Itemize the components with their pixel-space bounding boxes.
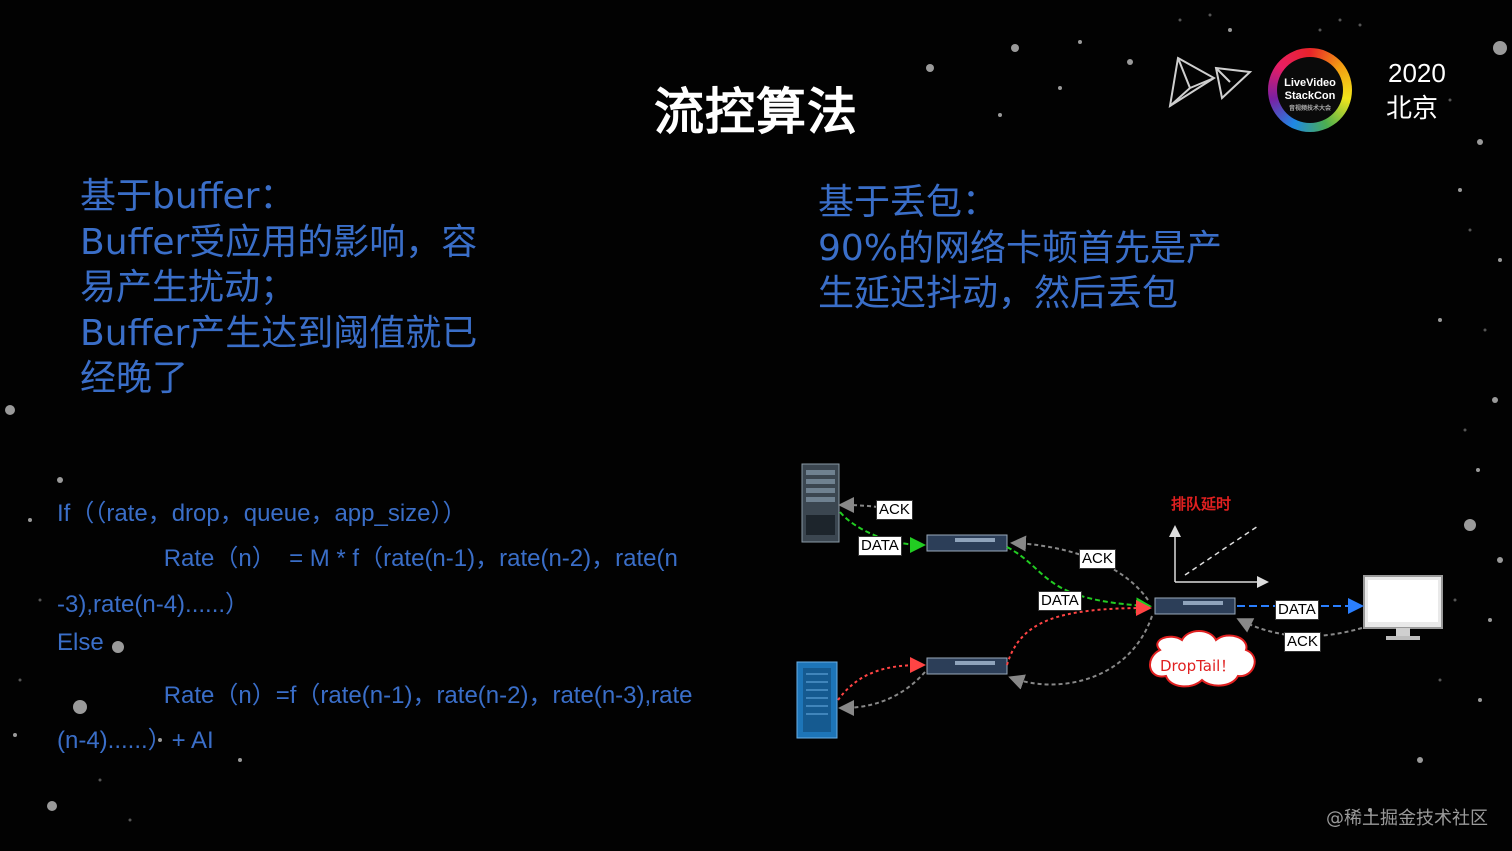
code-line: Rate（n）=f（rate(n-1)，rate(n-2)，rate(n-3),… bbox=[57, 682, 693, 709]
buffer-based-text: 基于buffer： Buffer受应用的影响，容 易产生扰动； Buffer产生… bbox=[80, 174, 477, 402]
logo-line1: LiveVideo bbox=[1284, 77, 1336, 89]
watermark: @稀土掘金技术社区 bbox=[1326, 808, 1488, 829]
server-top-icon bbox=[801, 463, 840, 543]
text-line: 基于丢包： bbox=[818, 182, 999, 223]
label-data: DATA bbox=[1275, 600, 1319, 620]
label-ack: ACK bbox=[876, 500, 913, 520]
queue-delay-axis bbox=[1169, 525, 1269, 588]
prism-logo-icon bbox=[1168, 56, 1253, 109]
switch-top-icon bbox=[926, 534, 1008, 552]
loss-based-text: 基于丢包： 90%的网络卡顿首先是产 生延迟抖动，然后丢包 bbox=[818, 180, 1222, 317]
droptail-label: DropTail！ bbox=[1160, 657, 1236, 675]
livevideostackcon-logo: LiveVideo StackCon 音视频技术大会 bbox=[1268, 48, 1352, 132]
text-line: 基于buffer： bbox=[80, 176, 296, 217]
logo-line2: StackCon bbox=[1284, 90, 1336, 102]
label-data: DATA bbox=[858, 536, 902, 556]
label-data: DATA bbox=[1038, 591, 1082, 611]
switch-center-icon bbox=[1154, 597, 1236, 615]
event-year: 2020 bbox=[1388, 58, 1446, 88]
logo-line3: 音视频技术大会 bbox=[1288, 106, 1331, 112]
event-city: 北京 bbox=[1386, 94, 1439, 124]
label-ack: ACK bbox=[1079, 549, 1116, 569]
server-bottom-icon bbox=[796, 661, 838, 739]
code-line: (n-4)......）+ AI bbox=[57, 727, 214, 754]
code-line: Else bbox=[57, 629, 104, 656]
droptail-cloud-icon bbox=[1149, 630, 1256, 688]
text-line: Buffer产生达到阈值就已 bbox=[80, 312, 478, 354]
text-line: 90%的网络卡顿首先是产 bbox=[818, 227, 1223, 269]
logo-center: LiveVideo StackCon 音视频技术大会 bbox=[1277, 57, 1343, 123]
page-title: 流控算法 bbox=[654, 83, 858, 141]
code-line: If（（rate，drop，queue，app_size）） bbox=[57, 500, 467, 527]
text-line: Buffer受应用的影响，容 bbox=[80, 221, 478, 263]
code-line: -3),rate(n-4)......） bbox=[57, 591, 250, 618]
queue-delay-label: 排队延时 bbox=[1171, 495, 1232, 513]
text-line: 生延迟抖动，然后丢包 bbox=[818, 273, 1179, 314]
text-line: 易产生扰动； bbox=[80, 267, 297, 308]
text-line: 经晚了 bbox=[80, 358, 189, 399]
code-line: Rate（n） = M * f（rate(n-1)，rate(n-2)，rate… bbox=[57, 545, 678, 572]
label-ack: ACK bbox=[1284, 632, 1321, 652]
switch-bottom-icon bbox=[926, 657, 1008, 675]
monitor-icon bbox=[1363, 575, 1443, 640]
